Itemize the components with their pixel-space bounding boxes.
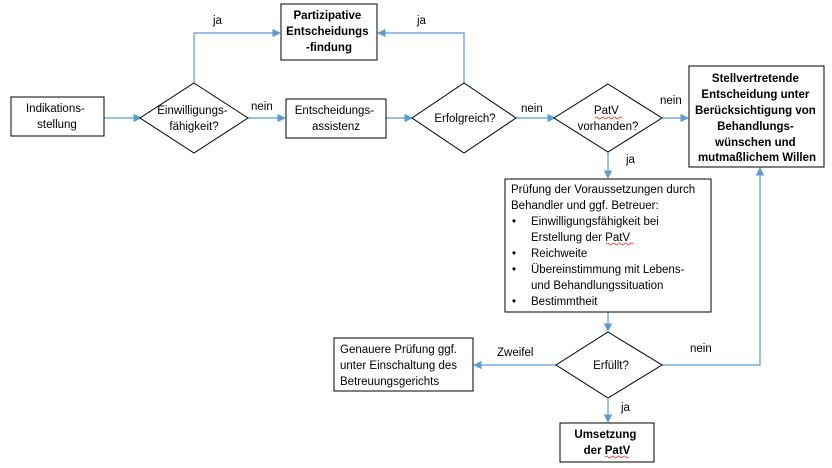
node-label-line: wünschen und — [714, 137, 796, 149]
edge-label-nein-erfuellt: nein — [690, 343, 712, 355]
node-label-line: Einwilligungs- — [157, 105, 227, 117]
node-label-line: vorhanden? — [578, 121, 639, 133]
spellcheck-underline — [604, 455, 630, 459]
node-genauere-pruefung: Genauere Prüfung ggf. unter Einschaltung… — [333, 337, 474, 392]
node-label-line: -findung — [306, 42, 352, 54]
node-label-line: Indikations- — [26, 103, 85, 115]
svg-text:Indikations- stellung: Indikations- stellung — [26, 103, 88, 131]
node-label-line: fähigkeit? — [169, 121, 218, 133]
edge-label-nein-patv: nein — [521, 103, 543, 115]
edge-erfuellt-to-stellvertretend — [662, 167, 765, 366]
node-indikationsstellung: Indikations- stellung — [10, 96, 105, 137]
node-label-line: stellung — [37, 119, 77, 131]
edge-label-nein-assistenz: nein — [251, 101, 273, 113]
node-einwilligungsfaehigkeit: Einwilligungs- fähigkeit? — [139, 82, 249, 154]
node-erfuellt: Erfüllt? — [555, 331, 663, 399]
edge-label-ja-umsetzung: ja — [620, 402, 631, 414]
svg-text:Erfolgreich?: Erfolgreich? — [434, 113, 495, 125]
edge-label-ja-partizipativ: ja — [212, 15, 223, 27]
bullet: • — [512, 216, 516, 228]
edge-einwilligung-to-partizipativ — [193, 28, 281, 83]
node-label-line: Behandler und ggf. Betreuer: — [511, 200, 659, 212]
node-stellvertretende-entscheidung: Stellvertretende Entscheidung unter Berü… — [688, 65, 825, 168]
node-pruefung-voraussetzungen: Prüfung der Voraussetzungen durch Behand… — [504, 178, 712, 313]
edge-label-ja-pruefung: ja — [625, 154, 636, 166]
bullet: • — [512, 248, 516, 260]
node-label-line: Betreuungsgerichts — [340, 376, 439, 388]
bullet-item-line: Einwilligungsfähigkeit bei — [531, 216, 659, 228]
node-label-line: Partizipative — [294, 10, 362, 22]
edges — [104, 28, 765, 423]
svg-text:Einwilligungs- fähigkeit: Einwilligungs- fähigkeit? — [157, 105, 231, 133]
node-label-line: der PatV — [584, 445, 631, 457]
svg-text:Erfüllt?: Erfüllt? — [593, 360, 629, 372]
svg-text:Stellvertretende Entsche: Stellvertretende Entscheidung unter Berü… — [695, 73, 819, 164]
node-label-line: Erfolgreich? — [434, 113, 495, 125]
edge-label-nein-stellvertretend: nein — [660, 95, 682, 107]
edge-labels: ja nein ja nein nein ja Zweifel nein ja — [212, 15, 712, 414]
svg-text:Prüfung der Voraussetzungen du: Prüfung der Voraussetzungen durch Behand… — [511, 184, 698, 212]
bullet-item-line: Bestimmtheit — [531, 296, 598, 308]
svg-text:Partizipative Entscheidu: Partizipative Entscheidungs -findung — [286, 10, 372, 54]
bullet: • — [512, 296, 516, 308]
node-partizipative-entscheidungsfindung: Partizipative Entscheidungs -findung — [280, 3, 378, 61]
node-label-line: Behandlungs- — [717, 121, 794, 133]
edge-label-ja-erfolgreich: ja — [416, 15, 427, 27]
bullet: • — [512, 264, 516, 276]
edge-label-zweifel: Zweifel — [497, 347, 533, 359]
svg-text:Umsetzung der PatV: Umsetzung der PatV — [574, 429, 639, 457]
node-label-line: Entscheidung unter — [701, 89, 810, 101]
svg-text:PatV vorhanden?: PatV vorhanden? — [578, 105, 639, 133]
bullet-item-line: Reichweite — [531, 248, 587, 260]
node-entscheidungsassistenz: Entscheidungs- assistenz — [285, 98, 387, 139]
node-label-line: assistenz — [312, 121, 360, 133]
node-label-line: Entscheidungs — [286, 26, 368, 38]
svg-text:Genauere Prüfung ggf. un: Genauere Prüfung ggf. unter Einschaltung… — [340, 344, 460, 388]
node-label-line: Umsetzung — [574, 429, 636, 441]
node-label-line: Erfüllt? — [593, 360, 629, 372]
spellcheck-underline — [594, 116, 623, 120]
node-label-line: Prüfung der Voraussetzungen durch — [511, 184, 695, 196]
spellcheck-underline — [605, 242, 634, 246]
bullet-item-line: Übereinstimmung mit Lebens- — [531, 264, 685, 276]
edge-erfolgreich-to-partizipativ — [377, 28, 465, 83]
node-erfolgreich: Erfolgreich? — [411, 82, 517, 154]
bullet-item-line: Erstellung der PatV — [531, 232, 630, 244]
svg-text:• Einwilligungsfähigkeit: • Einwilligungsfähigkeit bei Erstellung … — [512, 216, 688, 308]
node-label-line: PatV — [594, 105, 619, 117]
node-label-line: mutmaßlichem Willen — [698, 152, 816, 164]
node-label-line: Genauere Prüfung ggf. — [340, 344, 457, 356]
node-umsetzung-der-patv: Umsetzung der PatV — [559, 422, 655, 463]
node-label-line: Berücksichtigung von — [695, 105, 816, 117]
node-label-line: unter Einschaltung des — [340, 360, 457, 372]
node-patv-vorhanden: PatV vorhanden? — [553, 83, 663, 153]
bullet-item-line: und Behandlungssituation — [531, 280, 663, 292]
node-label-line: Stellvertretende — [712, 73, 799, 85]
svg-text:Entscheidungs- assistenz: Entscheidungs- assistenz — [295, 105, 377, 133]
node-label-line: Entscheidungs- — [295, 105, 374, 117]
